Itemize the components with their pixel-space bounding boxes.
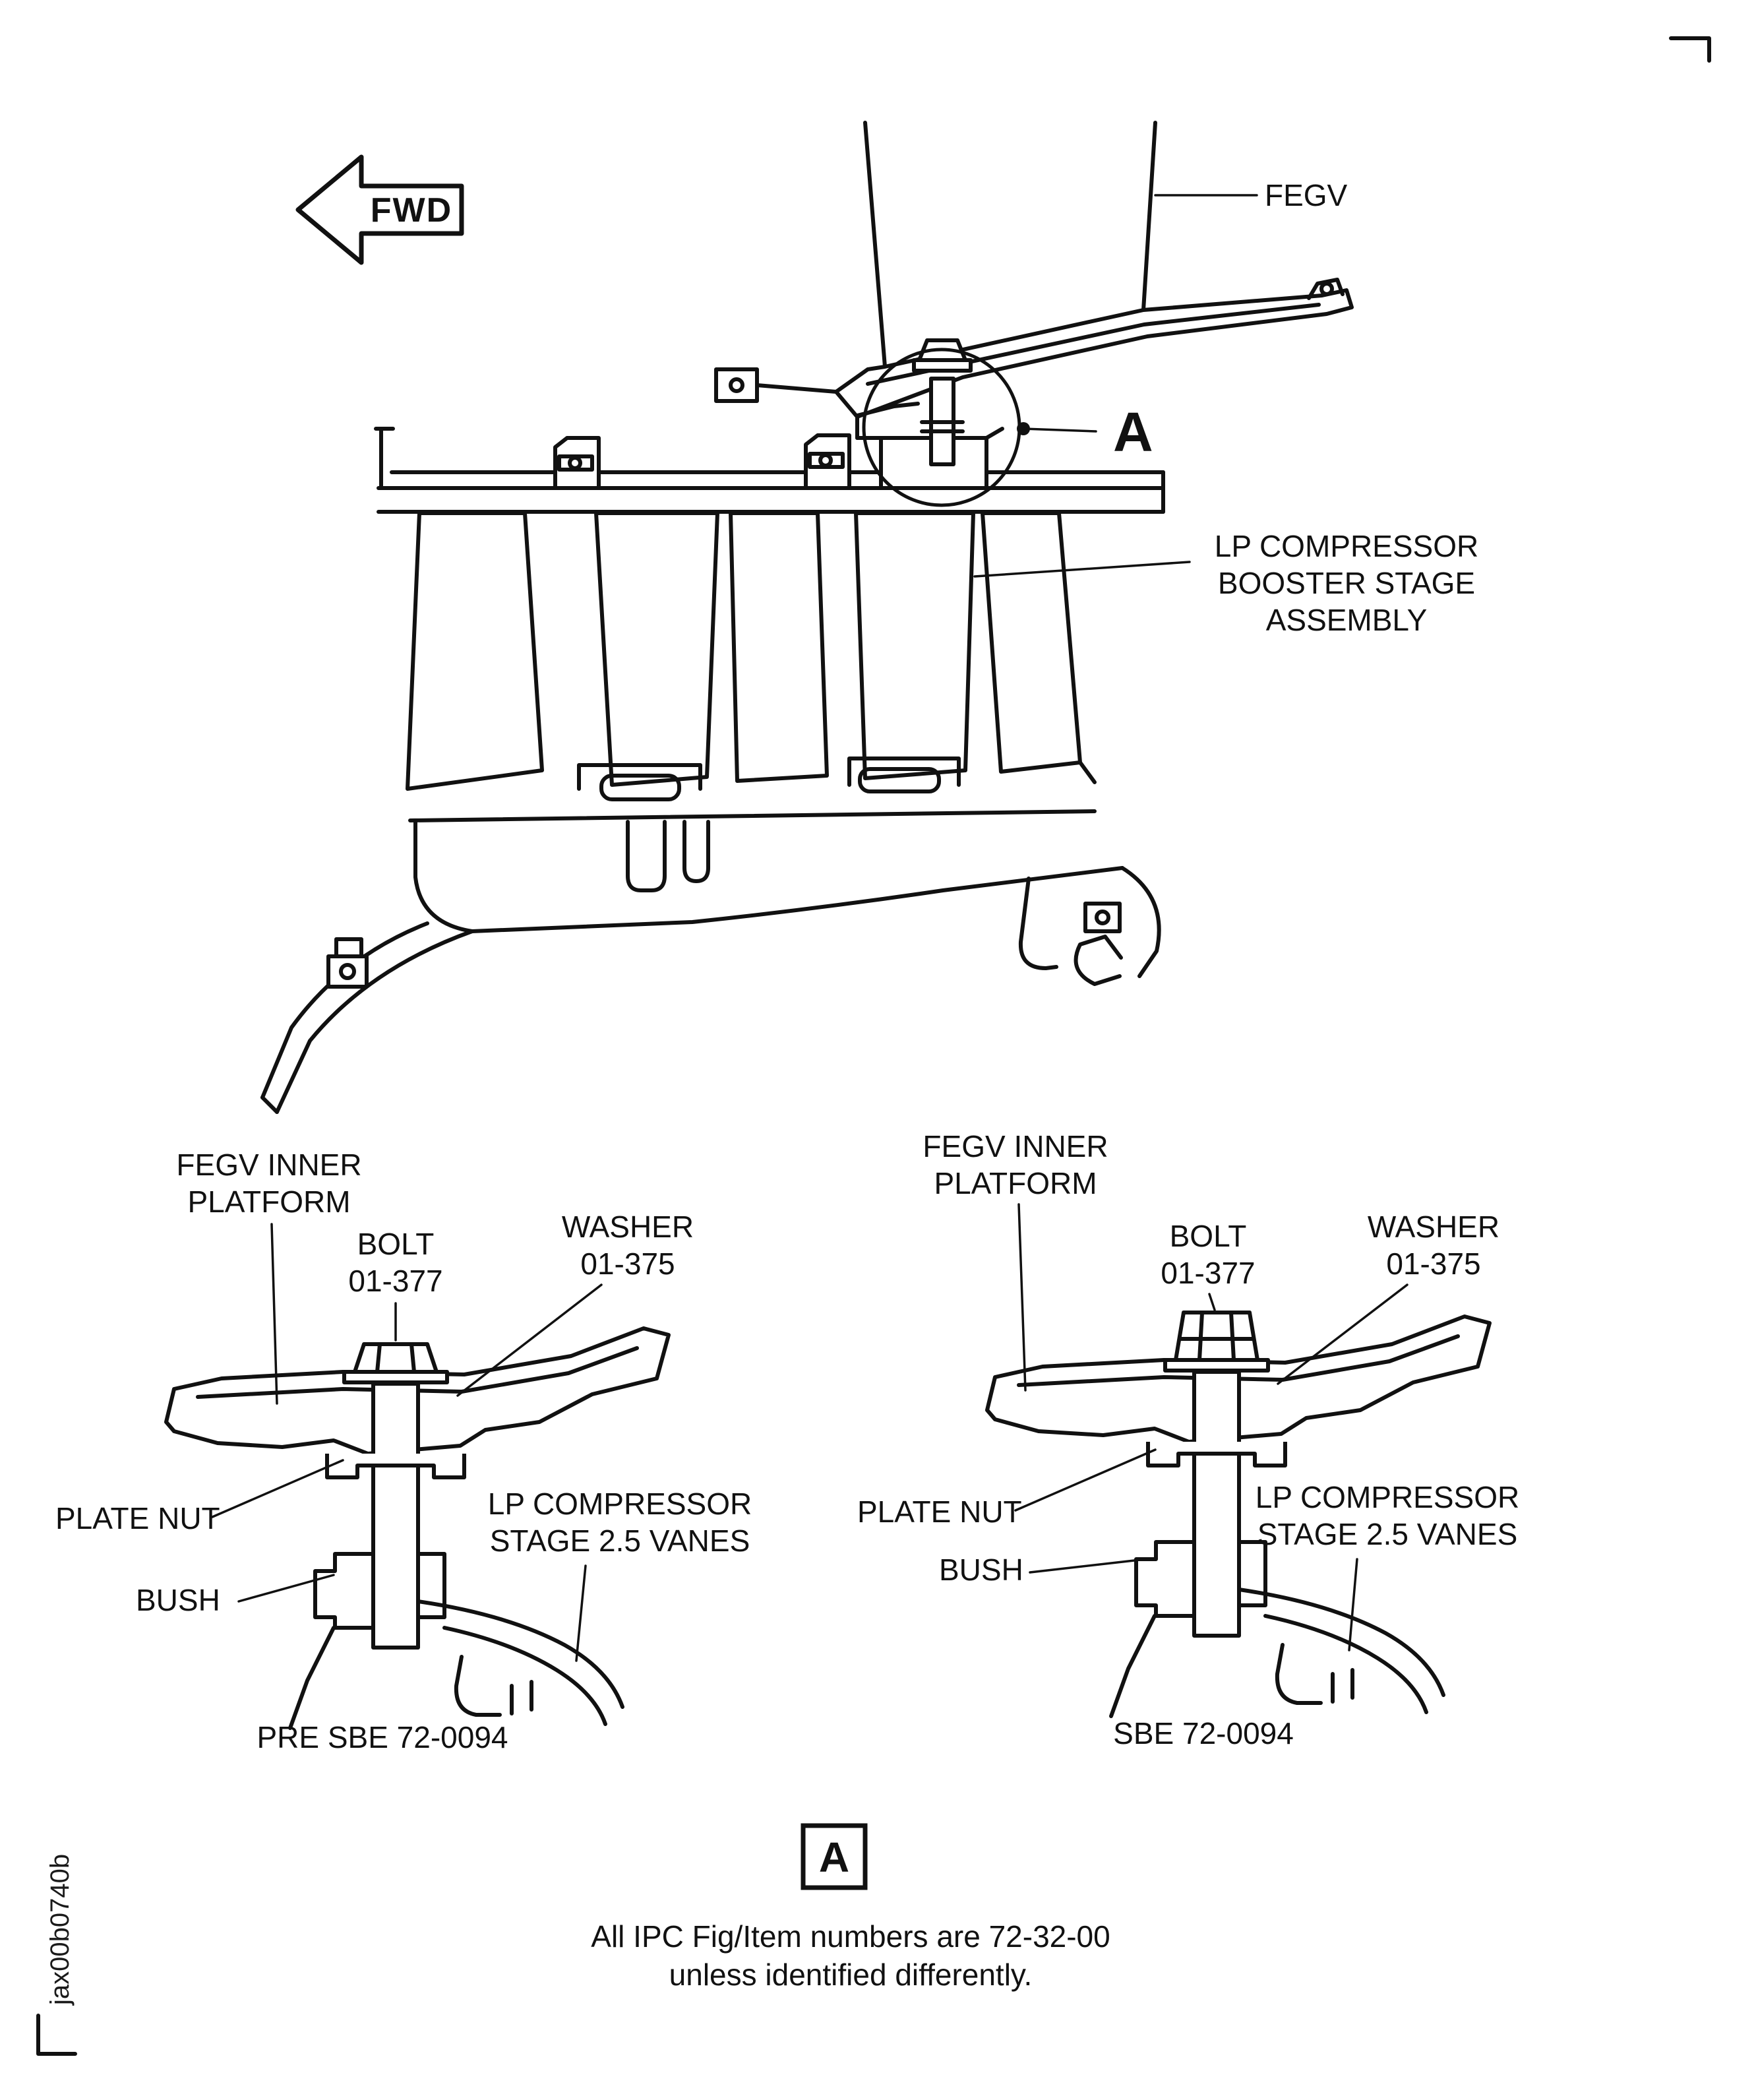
fegv-label: FEGV [1265, 178, 1348, 212]
corner-mark-bottom-left [36, 2014, 77, 2056]
detail-sbe-drawing [985, 1314, 1492, 1718]
detail-a-label: A [1113, 401, 1153, 463]
booster-label-line1: LP COMPRESSOR [1215, 529, 1478, 563]
sbe-bolt-label-line2: 01-377 [1161, 1256, 1255, 1290]
footer: A All IPC Fig/Item numbers are 72-32-00 … [591, 1823, 1110, 1992]
sbe-plate-nut-label: PLATE NUT [857, 1495, 1022, 1529]
detail-pre-drawing [164, 1326, 671, 1730]
detail-sbe-bolt-head [1163, 1311, 1270, 1373]
ipc-note-line1: All IPC Fig/Item numbers are 72-32-00 [591, 1919, 1110, 1954]
sbe-bolt-label-line1: BOLT [1170, 1219, 1247, 1253]
booster-blades [406, 511, 1082, 791]
detail-a-callout: A [862, 348, 1153, 507]
detail-pre-callouts: FEGV INNER PLATFORM BOLT 01-377 WASHER 0… [55, 1148, 752, 1754]
hub-structure [260, 820, 1161, 1114]
pre-vanes-label-line2: STAGE 2.5 VANES [490, 1524, 750, 1558]
fegv-inner-platform [834, 278, 1354, 419]
outer-shroud-band [374, 402, 1165, 514]
booster-label-line2: BOOSTER STAGE [1218, 566, 1475, 600]
doc-code: jax00b0740b [45, 1854, 75, 2006]
sbe-platform-label-line2: PLATFORM [934, 1166, 1097, 1200]
pre-bolt-label-line2: 01-377 [348, 1264, 442, 1298]
pre-caption: PRE SBE 72-0094 [257, 1720, 508, 1754]
pre-washer-label-line2: 01-375 [580, 1247, 675, 1281]
fegv-vane [863, 121, 1157, 369]
booster-callout: LP COMPRESSOR BOOSTER STAGE ASSEMBLY [973, 529, 1478, 637]
detail-a-box-label: A [819, 1834, 849, 1881]
sbe-washer-label-line1: WASHER [1368, 1210, 1499, 1244]
mount-lug [714, 367, 838, 403]
detail-a-box [801, 1823, 868, 1890]
pre-bush-label: BUSH [136, 1583, 220, 1617]
pre-platform-label-line2: PLATFORM [187, 1185, 350, 1219]
sbe-platform-label-line1: FEGV INNER [923, 1129, 1108, 1163]
booster-label-line3: ASSEMBLY [1266, 603, 1428, 637]
sbe-vanes-label-line1: LP COMPRESSOR [1256, 1480, 1519, 1514]
fegv-attach-bolt [912, 338, 973, 466]
pre-washer-label-line1: WASHER [562, 1210, 694, 1244]
main-figure: FWD [260, 121, 1478, 1114]
pre-bolt-label-line1: BOLT [357, 1227, 435, 1261]
sbe-washer-label-line2: 01-375 [1386, 1247, 1480, 1281]
fwd-label: FWD [371, 191, 452, 230]
inner-band [408, 757, 1097, 822]
sbe-vanes-label-line2: STAGE 2.5 VANES [1257, 1517, 1518, 1551]
fegv-callout: FEGV [1154, 178, 1348, 212]
pre-plate-nut-label: PLATE NUT [55, 1501, 220, 1535]
pre-vanes-label-line1: LP COMPRESSOR [488, 1487, 752, 1521]
ipc-note-line2: unless identified differently. [669, 1958, 1033, 1992]
detail-pre-sbe: FEGV INNER PLATFORM BOLT 01-377 WASHER 0… [55, 1148, 752, 1754]
sbe-caption: SBE 72-0094 [1113, 1716, 1294, 1750]
pre-platform-label-line1: FEGV INNER [176, 1148, 361, 1182]
corner-mark-top-right [1669, 36, 1711, 63]
fwd-arrow: FWD [295, 154, 464, 265]
sbe-bush-label: BUSH [939, 1553, 1023, 1587]
detail-sbe: FEGV INNER PLATFORM BOLT 01-377 WASHER 0… [857, 1129, 1519, 1750]
detail-sbe-callouts: FEGV INNER PLATFORM BOLT 01-377 WASHER 0… [857, 1129, 1519, 1750]
